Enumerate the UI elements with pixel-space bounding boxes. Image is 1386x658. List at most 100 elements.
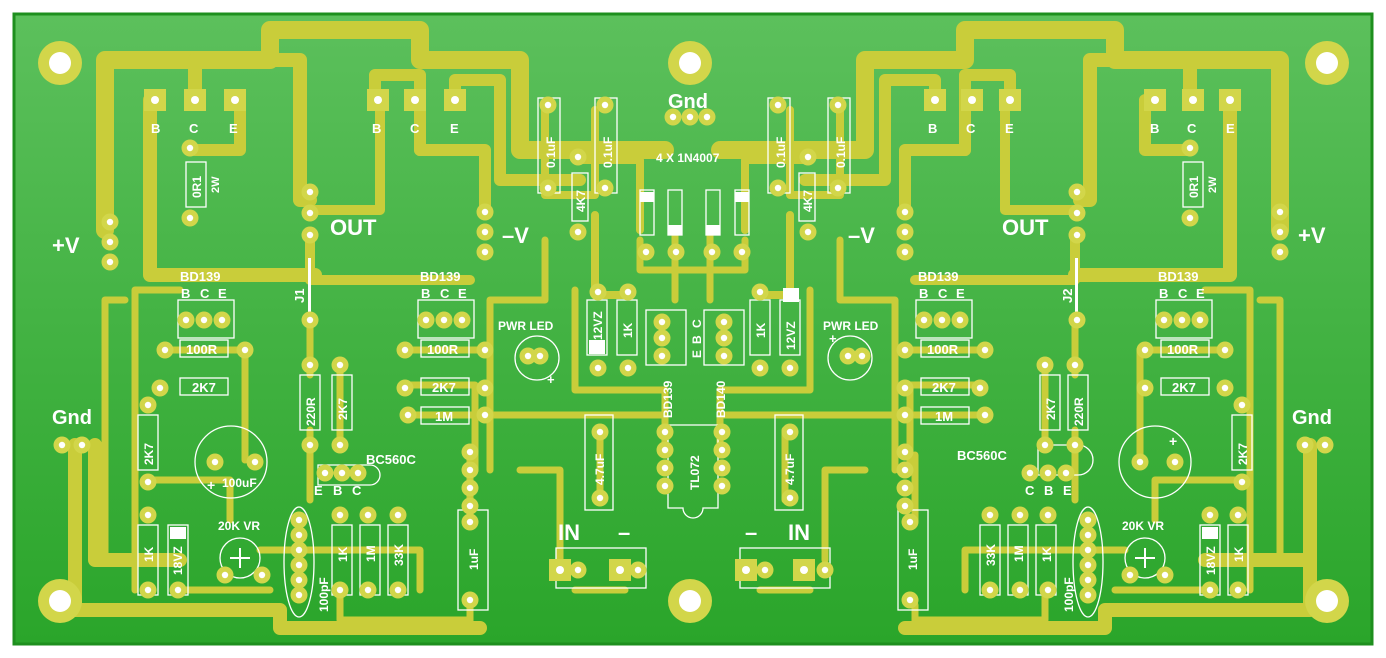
pad-hole: [144, 478, 152, 486]
pad-hole: [624, 288, 632, 296]
pad-hole: [1171, 458, 1179, 466]
bc560c-label: BC560C: [366, 452, 416, 467]
pad-hole: [1044, 469, 1052, 477]
pin-e: E: [458, 286, 467, 301]
pad-hole: [624, 364, 632, 372]
pad-hole: [1073, 209, 1081, 217]
pad-hole: [401, 346, 409, 354]
pad-hole: [720, 334, 728, 342]
pad-hole: [956, 316, 964, 324]
zener-12vz: 12VZ: [784, 321, 798, 350]
bd139-label: BD139: [180, 269, 220, 284]
pad-hole: [616, 566, 624, 574]
pad-hole: [1141, 384, 1149, 392]
pin-c: C: [1187, 121, 1197, 136]
pad-hole: [661, 464, 669, 472]
pad-hole: [834, 184, 842, 192]
pad-hole: [466, 448, 474, 456]
bd139-label: BD139: [1158, 269, 1198, 284]
pad-hole: [241, 346, 249, 354]
cap-0-1uf: 0.1uF: [774, 137, 788, 168]
pad-hole: [738, 248, 746, 256]
r-100r: 100R: [186, 342, 218, 357]
pin-e: E: [956, 286, 965, 301]
pad-hole: [404, 411, 412, 419]
bd140-center: BD140: [714, 380, 728, 418]
pad-hole: [481, 411, 489, 419]
pin-b: B: [1159, 286, 1168, 301]
pad-hole: [161, 346, 169, 354]
pad-hole: [901, 208, 909, 216]
pwr-led-right: PWR LED: [823, 319, 879, 333]
pad-hole: [106, 238, 114, 246]
pad-hole: [295, 561, 303, 569]
component-outlines: [137, 97, 1253, 618]
pad-hole: [1026, 469, 1034, 477]
pad-hole: [920, 316, 928, 324]
pin-c: C: [410, 121, 420, 136]
pad-hole: [718, 464, 726, 472]
pad-hole: [756, 364, 764, 372]
pin-c: C: [966, 121, 976, 136]
r-1k: 1K: [621, 322, 635, 338]
pad-hole: [720, 318, 728, 326]
pin-b: B: [928, 121, 937, 136]
pad-hole: [422, 316, 430, 324]
pad-hole: [306, 188, 314, 196]
pad-hole: [834, 101, 842, 109]
pin-b: B: [333, 483, 342, 498]
pad-hole: [321, 469, 329, 477]
pad-hole: [658, 352, 666, 360]
pad-hole: [336, 361, 344, 369]
in-minus-left: –: [618, 520, 630, 545]
pad-hole: [1186, 144, 1194, 152]
pad-hole: [336, 586, 344, 594]
pad-hole: [1136, 458, 1144, 466]
pad-hole: [658, 318, 666, 326]
pad-hole: [1301, 441, 1309, 449]
pad-hole: [658, 334, 666, 342]
pin-c: C: [200, 286, 210, 301]
r-1m: 1M: [435, 409, 453, 424]
pad-hole: [720, 352, 728, 360]
pad-hole: [800, 566, 808, 574]
pad-hole: [786, 494, 794, 502]
r-2k7: 2K7: [1172, 380, 1196, 395]
pad-hole: [1084, 531, 1092, 539]
pad-hole: [901, 484, 909, 492]
r-100r: 100R: [1167, 342, 1199, 357]
r-2k7: 2K7: [336, 398, 350, 420]
r-1k: 1K: [1232, 546, 1246, 562]
pin-b: B: [151, 121, 160, 136]
silkscreen-text: Gnd 4 X 1N4007 B C E B C E B C E B C E O…: [52, 91, 1332, 612]
pad-hole: [411, 96, 419, 104]
pad-hole: [481, 228, 489, 236]
pad-hole: [686, 113, 694, 121]
pad-hole: [354, 469, 362, 477]
pad-hole: [601, 184, 609, 192]
pad-hole: [401, 384, 409, 392]
pad-hole: [786, 364, 794, 372]
pad-hole: [1073, 231, 1081, 239]
in-label-left: IN: [558, 520, 580, 545]
pad-hole: [821, 566, 829, 574]
pad-hole: [306, 361, 314, 369]
pad-hole: [1186, 214, 1194, 222]
pad-hole: [78, 441, 86, 449]
pad-hole: [1276, 208, 1284, 216]
pad-hole: [981, 411, 989, 419]
pad-hole: [804, 153, 812, 161]
pin-b: B: [181, 286, 190, 301]
pad-hole: [661, 482, 669, 490]
pad-hole: [1238, 401, 1246, 409]
pin-b: B: [421, 286, 430, 301]
r-2k7: 2K7: [932, 380, 956, 395]
pad-hole: [251, 458, 259, 466]
pin-e: E: [229, 121, 238, 136]
plus-v-left: +V: [52, 233, 80, 258]
pad-hole: [901, 448, 909, 456]
pad-hole: [1016, 511, 1024, 519]
pad-hole: [394, 511, 402, 519]
pin-c: C: [189, 121, 199, 136]
pad-hole: [901, 248, 909, 256]
